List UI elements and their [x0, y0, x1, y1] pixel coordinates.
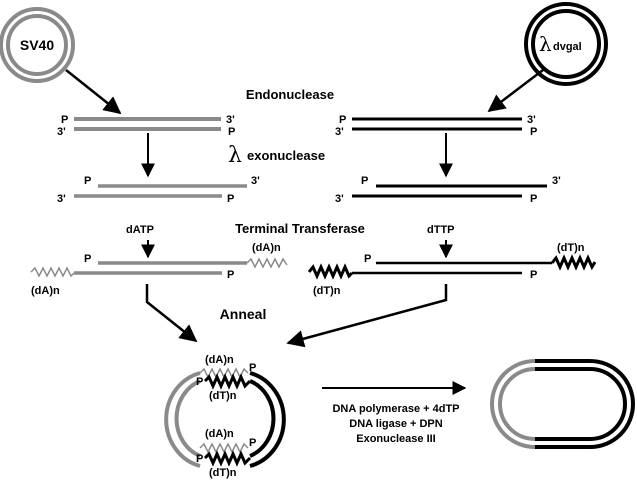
dt-tail-annealed-bottom — [203, 450, 252, 467]
dt-tail-label: (dT)n — [557, 242, 585, 254]
dt-tail-label: (dT)n — [209, 467, 237, 479]
anneal-arrow-right — [286, 284, 448, 348]
dttp-label: dTTP — [427, 224, 455, 236]
lambda-dvgal-symbol: λ — [539, 32, 552, 56]
exonuclease-label: exonuclease — [247, 148, 325, 163]
p-end: P — [227, 269, 234, 281]
lambda-resected-duplex: P 3' 3' P — [335, 175, 561, 205]
annealed-hybrid-circle: (dA)n P P (dT)n (dA)n P P (dT)n — [164, 354, 286, 479]
da-tail-label: (dA)n — [31, 285, 60, 297]
lambda-cut-arrow — [487, 69, 544, 113]
p-end: P — [249, 362, 256, 374]
p-end: P — [196, 376, 203, 388]
three-prime-end: 3' — [335, 193, 344, 205]
p-end: P — [249, 437, 256, 449]
sv40-da-tailed-duplex: P P (dA)n (dA)n — [30, 242, 288, 297]
anneal-arrow-left — [145, 284, 198, 343]
lambda-dvgal-plasmid: λ dvgal — [524, 2, 608, 86]
sv40-plasmid: SV40 — [0, 7, 75, 83]
three-prime-end: 3' — [226, 114, 235, 126]
p-end: P — [84, 175, 91, 187]
p-end: P — [61, 114, 68, 126]
terminal-transferase-label: Terminal Transferase — [235, 221, 365, 236]
lambda-dvgal-label: dvgal — [553, 41, 582, 53]
dt-tail-right — [550, 254, 597, 271]
sv40-label: SV40 — [20, 37, 54, 53]
da-tail-right — [246, 257, 288, 269]
da-tail-annealed-bottom — [199, 442, 249, 454]
da-tail-label: (dA)n — [205, 354, 234, 366]
p-end: P — [196, 453, 203, 465]
p-end: P — [361, 175, 368, 187]
p-end: P — [530, 193, 537, 205]
sv40-resected-duplex: P 3' 3' P — [57, 175, 260, 205]
datp-label: dATP — [126, 224, 154, 236]
recombinant-circle — [490, 359, 635, 449]
final-step-line1: DNA polymerase + 4dTP — [332, 403, 459, 415]
dt-tail-label: (dT)n — [209, 390, 237, 402]
three-prime-end: 3' — [527, 114, 536, 126]
dt-tail-annealed-top — [203, 373, 252, 390]
p-end: P — [84, 253, 91, 265]
three-prime-end: 3' — [251, 175, 260, 187]
lambda-exonuclease-symbol: λ — [228, 143, 242, 168]
three-prime-end: 3' — [57, 126, 66, 138]
lambda-dt-tailed-duplex: P P (dT)n (dT)n — [307, 242, 597, 297]
sv40-linear-duplex: P 3' 3' P — [57, 114, 235, 138]
da-tail-label: (dA)n — [252, 242, 281, 254]
sv40-cut-arrow — [65, 69, 122, 115]
dt-tail-label: (dT)n — [313, 285, 341, 297]
lambda-linear-duplex: P 3' 3' P — [335, 114, 537, 138]
p-end: P — [228, 126, 235, 138]
anneal-label: Anneal — [220, 306, 267, 322]
da-tail-label: (dA)n — [205, 428, 234, 440]
p-end: P — [227, 193, 234, 205]
three-prime-end: 3' — [552, 175, 561, 187]
p-end: P — [339, 114, 346, 126]
p-end: P — [530, 269, 537, 281]
final-step-line3: Exonuclease III — [356, 433, 435, 445]
final-step-line2: DNA ligase + DPN — [349, 418, 442, 430]
endonuclease-label: Endonuclease — [246, 87, 334, 102]
three-prime-end: 3' — [57, 193, 66, 205]
da-tail-left — [30, 266, 75, 278]
p-end: P — [530, 126, 537, 138]
three-prime-end: 3' — [335, 126, 344, 138]
p-end: P — [364, 253, 371, 265]
dt-tail-left — [307, 263, 354, 280]
